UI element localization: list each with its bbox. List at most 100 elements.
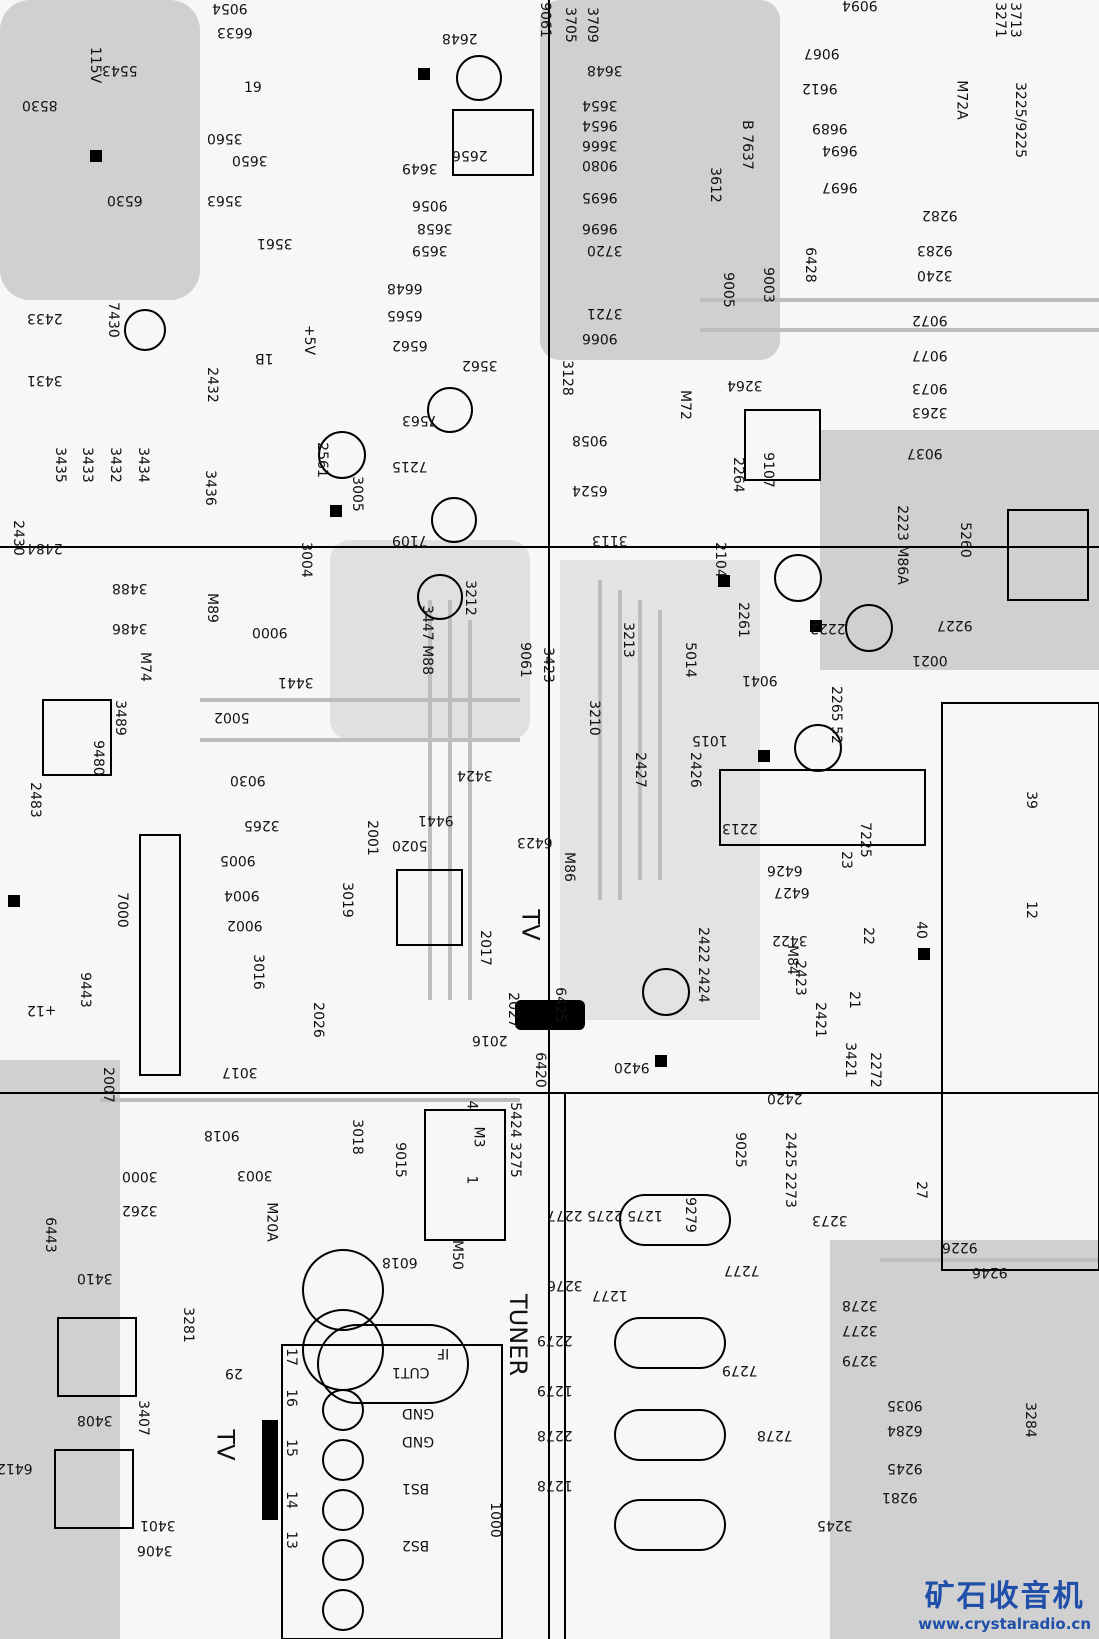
component-label: 9094 [842,0,878,13]
watermark-text: 矿石收音机 [924,1579,1085,1614]
component-label: 1279 [537,1382,573,1398]
component-label: 6427 [774,884,810,900]
component-label: 13 [282,1531,299,1549]
component-label: 2656 [452,147,488,163]
component-label: 7109 [392,532,428,548]
component-label: 7563 [402,412,438,428]
component-label: 9015 [391,1142,408,1178]
component-label: TUNER [504,1293,533,1377]
component-label: 9025 [731,1132,748,1168]
component-label: 3245 [817,1517,853,1533]
component-label: 9000 [252,624,288,640]
component-label: 9035 [887,1397,923,1413]
component-label: 7278 [757,1427,793,1443]
component-label: 9245 [887,1460,923,1476]
component-label: 23 [837,851,854,869]
component-label: 9005 [220,852,256,868]
component-label: BS2 [402,1537,430,1553]
component-label: M20A [263,1202,280,1242]
component-label: 9697 [822,179,858,195]
component-label: 3000 [122,1168,158,1184]
component-label: 3489 [111,700,128,736]
component-label: 2425 2273 [781,1132,798,1208]
component-label: 3648 [587,62,623,78]
tv-block [515,1000,585,1030]
component-label: 2001 [363,820,380,856]
component-label: 3447 M88 [418,605,435,675]
component-label: 2484 [27,540,63,556]
component-label: 2421 [811,1002,828,1038]
component-label: 2027 [504,992,521,1028]
component-label: 3018 [348,1119,365,1155]
component-label: 2483 [26,782,43,818]
component-label: 9004 [224,887,260,903]
component-label: 9443 [76,972,93,1008]
component-label: 9061 [536,2,553,38]
component-label: GND [402,1433,435,1449]
component-markers [8,68,930,1520]
component-label: 6633 [217,24,253,40]
component-label: 9080 [582,157,618,173]
component-label: 9072 [912,312,948,328]
component-label: 3273 [812,1212,848,1228]
component-label: 3423 [539,647,556,683]
component-label: 2016 [472,1032,508,1048]
component-label: 3278 [842,1297,878,1313]
component-label: 2007 [99,1067,116,1103]
component-label: 2278 [537,1427,573,1443]
component-label: 22 [859,927,876,945]
component-label: 9480 [89,740,106,776]
component-label: 3486 [112,620,148,636]
component-label: 3275 [506,1142,523,1178]
component-label: 6425 [551,987,568,1023]
component-label: B 7637 [738,120,755,170]
component-label: 3424 [457,767,493,783]
component-label: TV [211,1429,240,1461]
component-label: 7279 [722,1362,758,1378]
component-label: 12 [1022,901,1039,919]
component-label: 3649 [402,160,438,176]
component-label: 3705 [561,7,578,43]
component-label: 7430 [104,302,121,338]
component-label: 2279 [537,1332,573,1348]
component-label: 2427 [631,752,648,788]
component-label: 27 [912,1181,929,1199]
component-label: 3264 [727,377,763,393]
component-label: 3210 [585,700,602,736]
component-label: 1275 2275 2277 [547,1207,663,1223]
component-label: M86 [560,852,577,882]
component-label: 3279 [842,1352,878,1368]
component-label: 7215 [392,458,428,474]
component-label: 3432 [106,447,123,483]
component-label: 3408 [77,1412,113,1428]
component-label: 3281 [179,1307,196,1343]
component-label: 2017 [476,930,493,966]
component-label: 21 [845,991,862,1009]
component-label: 3212 [461,580,478,616]
component-label: 9694 [822,142,858,158]
component-label: M72A [953,80,970,120]
component-label: 9061 [516,642,533,678]
component-label: 9030 [230,772,266,788]
component-label: 3563 [207,192,243,208]
component-label: 4 [463,1100,480,1110]
component-label: IF [437,1345,450,1361]
component-label: 9612 [802,80,838,96]
component-label: 3240 [917,267,953,283]
component-label: 5543 [102,62,138,78]
component-label: 40 [912,921,929,939]
component-label: 9077 [912,347,948,363]
component-label: 1B [255,350,274,366]
component-label: 3263 [912,404,948,420]
component-label: 3666 [582,137,618,153]
component-label: +5V [301,324,318,356]
component-label: 1277 [592,1287,628,1303]
component-label: 2430 [9,520,26,556]
component-label: 3262 [122,1202,158,1218]
component-label: +12 [27,1002,57,1018]
component-label: 9226 [942,1239,978,1255]
component-label: 7000 [113,892,130,928]
component-label: 9654 [582,117,618,133]
component-label: 6530 [107,192,143,208]
component-label: 5260 [956,522,973,558]
